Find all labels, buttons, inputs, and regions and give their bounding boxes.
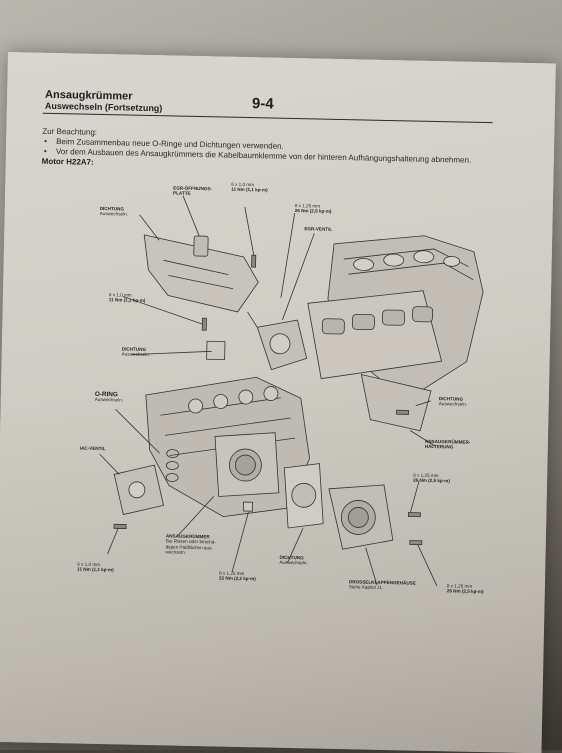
label-egr-valve: EGR-VENTIL [304,226,333,232]
exploded-view-diagram [99,195,484,587]
label-bracket: ANSAUGKRÜMMER-HALTERUNG [424,438,471,450]
label-iac-valve: IAC-VENTIL [79,445,106,452]
manual-page: Ansaugkrümmer Auswechseln (Fortsetzung) … [0,52,556,753]
label-egr-plate: EGR-ÖFFNUNGS-PLATTE [173,185,213,197]
label-manifold: ANSAUGKRÜMMER Bei Rissen oder beschä- di… [165,533,216,556]
